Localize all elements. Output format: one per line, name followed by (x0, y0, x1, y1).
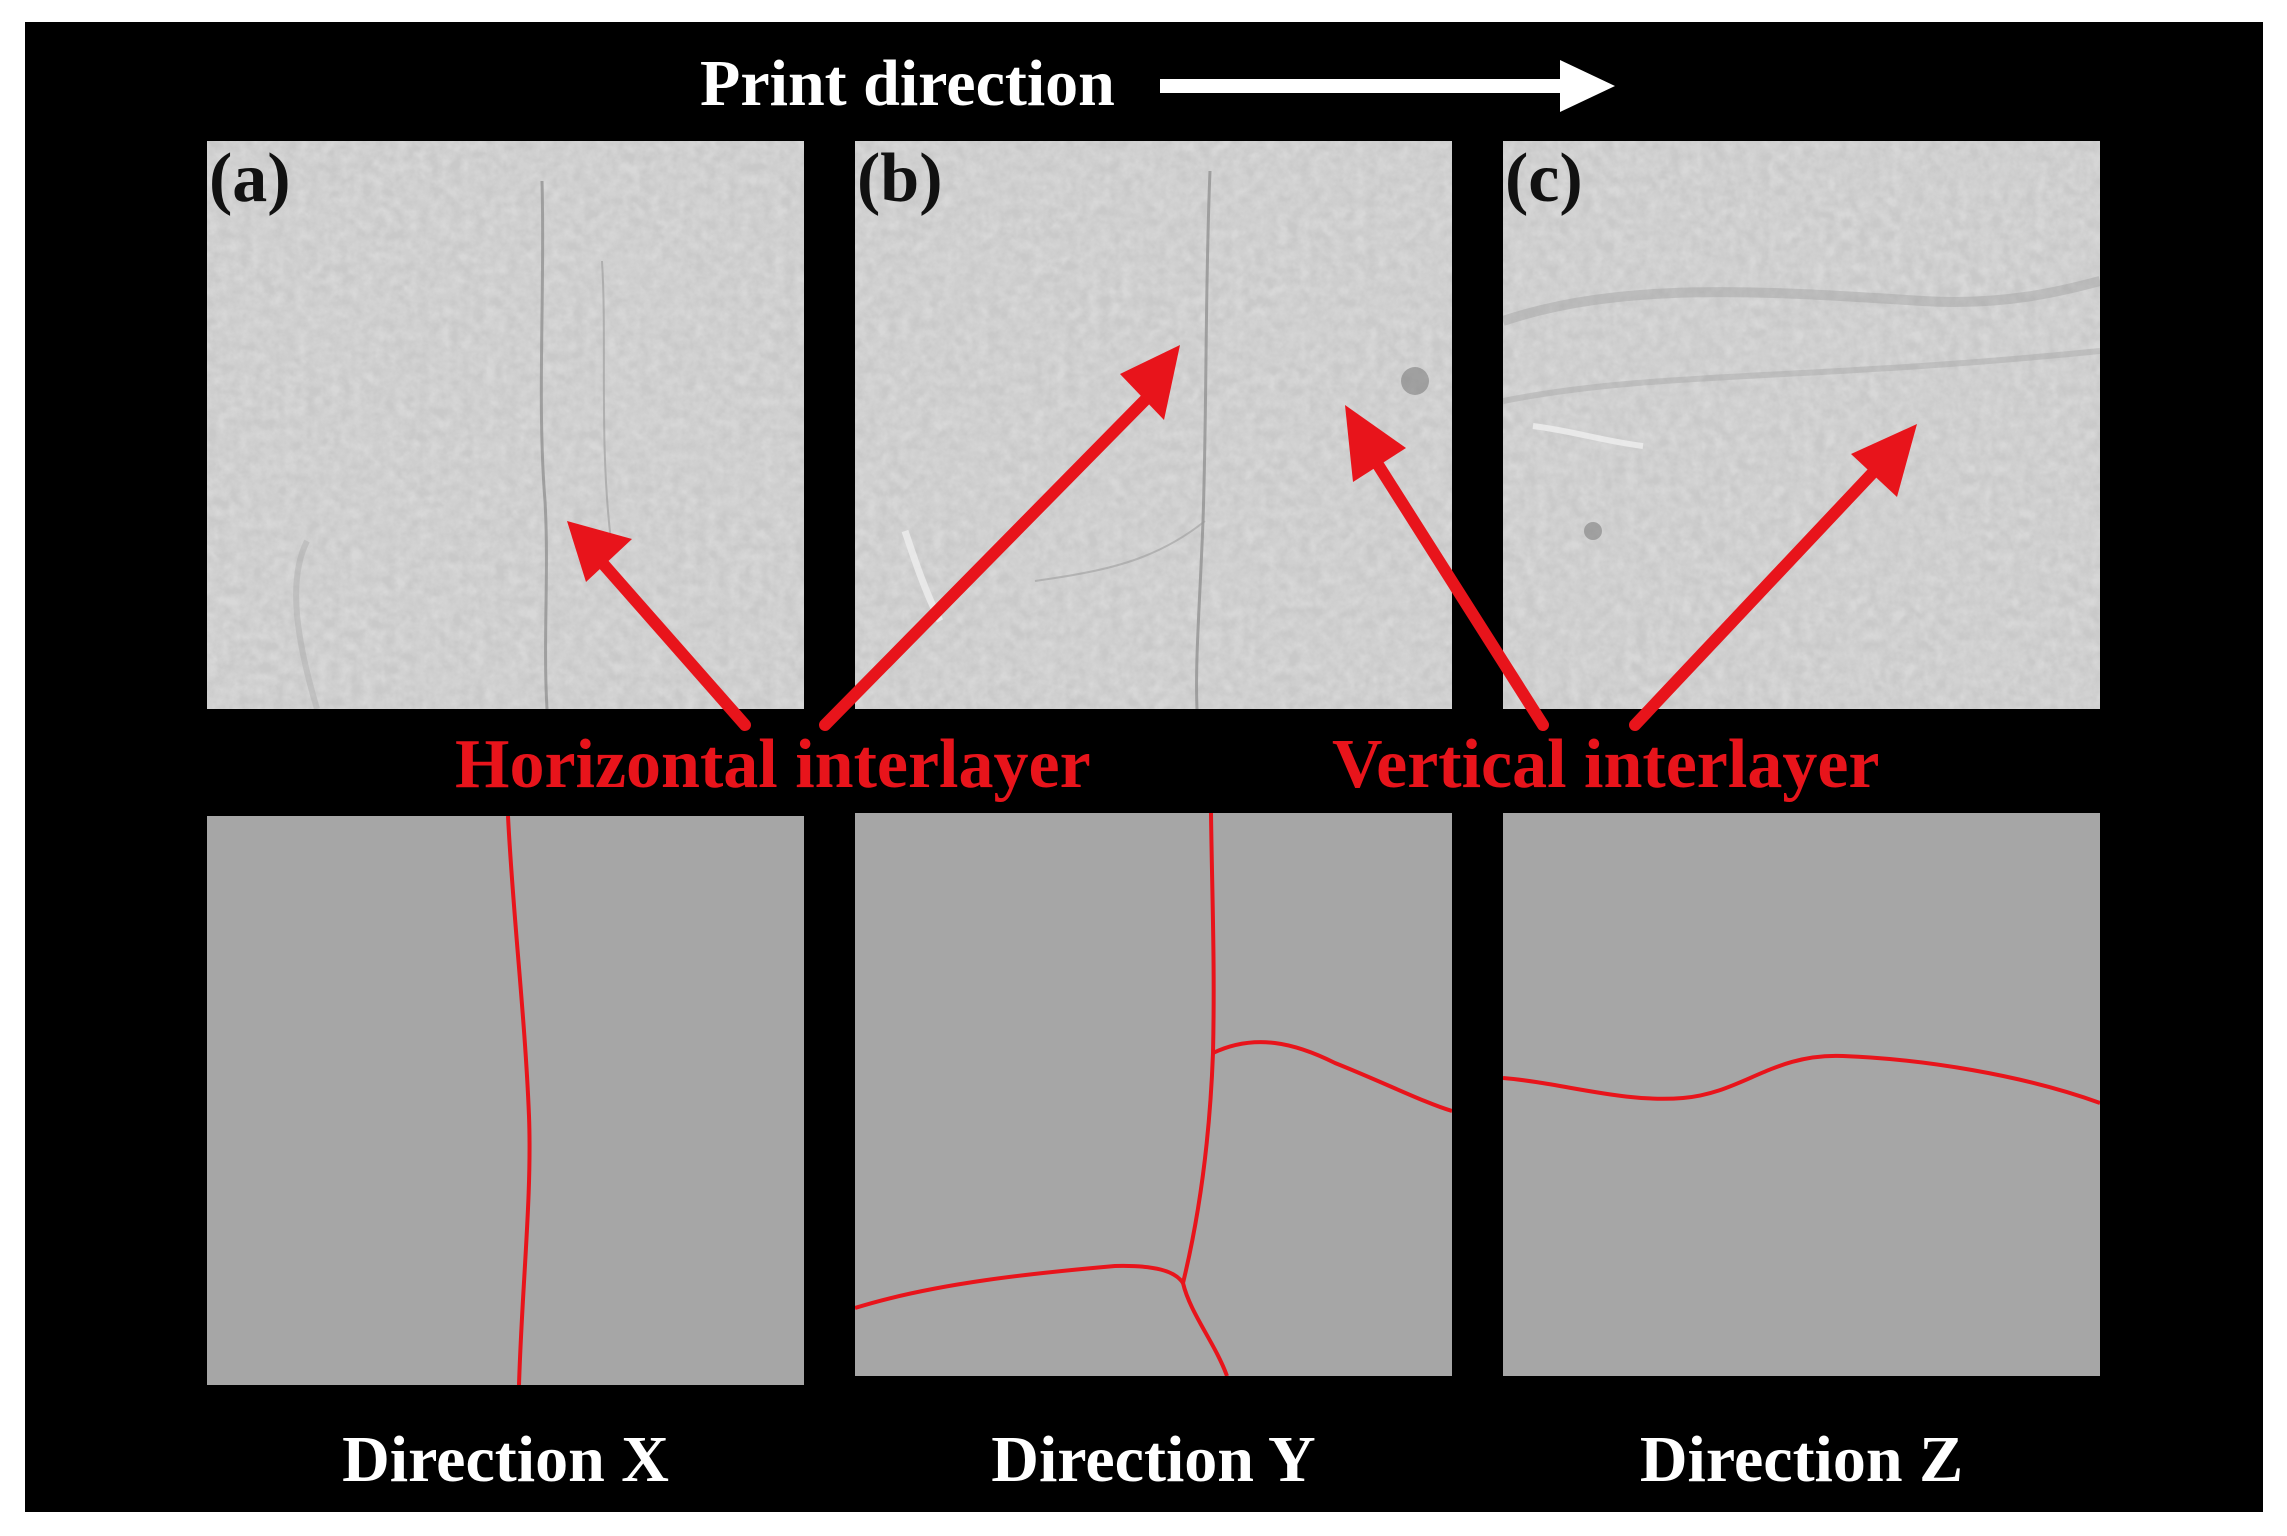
direction-x-label: Direction X (342, 1423, 669, 1496)
direction-z-label: Direction Z (1639, 1423, 1964, 1496)
panel-letter-b: (b) (857, 141, 943, 217)
print-direction-arrow-icon (1160, 60, 1615, 112)
print-direction-label: Print direction (700, 47, 1115, 120)
micrograph-c: (c) (1503, 141, 2100, 709)
vertical-interlayer-label: Vertical interlayer (1332, 726, 1880, 803)
micrograph-b: (b) (855, 141, 1452, 709)
panel-letter-c: (c) (1505, 141, 1583, 217)
interlayer-line (1503, 1053, 2100, 1105)
interlayer-line (855, 1263, 1185, 1310)
sketch-x (207, 816, 804, 1385)
sketch-y (855, 813, 1452, 1376)
interlayer-line (1212, 1040, 1452, 1113)
direction-y-label: Direction Y (991, 1423, 1316, 1496)
sketch-z (1503, 813, 2100, 1376)
panel-letter-a: (a) (209, 141, 291, 217)
horizontal-interlayer-label: Horizontal interlayer (455, 726, 1091, 803)
micrograph-a: (a) (207, 141, 804, 709)
interlayer-line (506, 816, 532, 1385)
interlayer-line (1180, 813, 1229, 1376)
